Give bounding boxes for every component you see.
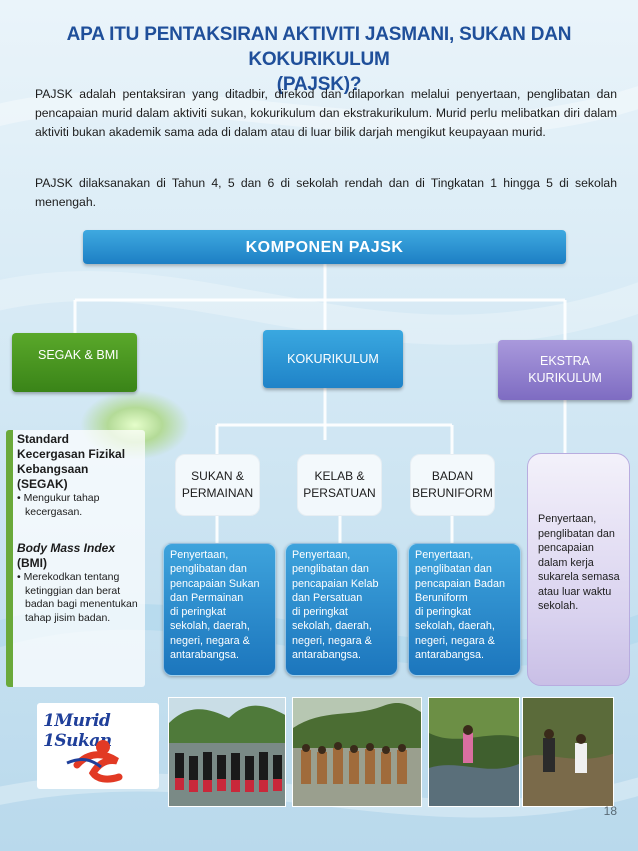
card-line: Penyertaan,	[170, 549, 229, 561]
card-line: penglibatan dan	[538, 527, 615, 540]
root-node-komponen: KOMPONEN PAJSK	[83, 230, 566, 264]
sukan-line-2: PERMAINAN	[181, 486, 254, 500]
photo-students-outdoor	[522, 697, 614, 807]
card-line: sukarela semasa	[538, 571, 620, 583]
node-badan-beruniform: BADAN BERUNIFORM	[410, 454, 495, 516]
card-line: penglibatan dan	[415, 563, 492, 576]
segak-heading-4: (SEGAK)	[17, 477, 68, 491]
ekstra-line-2: KURIKULUM	[528, 371, 602, 385]
1murid-1sukan-logo: 1Murid 1Sukan	[37, 703, 159, 789]
intro-paragraph-2: PAJSK dilaksanakan di Tahun 4, 5 dan 6 d…	[35, 176, 617, 209]
sukan-description-card: Penyertaan, penglibatan dan pencapaian S…	[163, 543, 276, 676]
ekstra-line-1: EKSTRA	[539, 354, 590, 368]
ekstra-description-card: Penyertaan, penglibatan dan pencapaian d…	[527, 453, 630, 686]
card-line: dan Persatuan	[292, 591, 363, 604]
card-line: di peringkat	[415, 606, 471, 619]
bmi-bullet: • Merekodkan tentang ketinggian dan bera…	[17, 571, 138, 624]
logo-text: 1Murid 1Sukan	[43, 711, 112, 751]
card-line: Penyertaan,	[538, 513, 597, 525]
card-line: dan Permainan	[170, 591, 244, 604]
card-line: pencapaian	[538, 542, 594, 554]
card-line: sekolah, daerah,	[292, 620, 372, 633]
page-number: 18	[603, 804, 617, 818]
card-line: Penyertaan,	[292, 549, 351, 561]
segak-description-card: Standard Kecergasan Fizikal Kebangsaan (…	[6, 430, 145, 687]
badan-line-1: BADAN	[431, 469, 474, 483]
card-line: negeri, negara &	[415, 634, 495, 647]
kelab-description-card: Penyertaan, penglibatan dan pencapaian K…	[285, 543, 398, 676]
segak-bullet: • Mengukur tahap kecergasan.	[17, 492, 100, 518]
node-sukan-permainan: SUKAN & PERMAINAN	[175, 454, 260, 516]
segak-heading-1: Standard	[17, 432, 70, 446]
photo-volunteers-stream	[428, 697, 520, 807]
card-line: antarabangsa.	[170, 649, 240, 662]
node-kelab-persatuan: KELAB & PERSATUAN	[297, 454, 382, 516]
card-line: sekolah, daerah,	[415, 620, 495, 633]
card-line: penglibatan dan	[292, 563, 369, 576]
card-line: Beruniform	[415, 591, 468, 604]
card-line: negeri, negara &	[170, 634, 250, 647]
photo-students-dancing	[168, 697, 286, 807]
title-line-2: (PAJSK)?	[276, 74, 362, 95]
card-line: negeri, negara &	[292, 634, 372, 647]
title-line-1: APA ITU PENTAKSIRAN AKTIVITI JASMANI, SU…	[66, 24, 572, 70]
card-line: di peringkat	[170, 606, 226, 619]
node-ekstra-kurikulum: EKSTRA KURIKULUM	[498, 340, 632, 400]
card-line: pencapaian Sukan	[170, 577, 260, 590]
kelab-line-1: KELAB &	[314, 469, 365, 483]
sukan-line-1: SUKAN &	[191, 469, 244, 483]
card-line: dalam kerja	[538, 556, 594, 569]
card-line: pencapaian Badan	[415, 577, 506, 590]
segak-heading-3: Kebangsaan	[17, 462, 89, 476]
card-line: sekolah.	[538, 600, 579, 612]
card-line: sekolah, daerah,	[170, 620, 250, 633]
card-line: Penyertaan,	[415, 549, 474, 561]
card-line: atau luar waktu	[538, 585, 612, 598]
card-line: antarabangsa.	[415, 649, 485, 662]
badan-description-card: Penyertaan, penglibatan dan pencapaian B…	[408, 543, 521, 676]
card-line: di peringkat	[292, 606, 348, 619]
kelab-line-2: PERSATUAN	[303, 486, 376, 500]
card-line: pencapaian Kelab	[292, 577, 379, 590]
photo-uniformed-cadets	[292, 697, 422, 807]
card-line: antarabangsa.	[292, 649, 362, 662]
segak-heading-2: Kecergasan Fizikal	[17, 447, 126, 461]
intro-paragraph-1: PAJSK adalah pentaksiran yang ditadbir, …	[35, 87, 617, 139]
node-segak-bmi: SEGAK & BMI	[12, 333, 137, 392]
bmi-heading: Body Mass Index	[17, 541, 116, 555]
page-title: APA ITU PENTAKSIRAN AKTIVITI JASMANI, SU…	[0, 22, 638, 97]
bmi-heading-abbr: (BMI)	[17, 556, 47, 570]
node-kokurikulum: KOKURIKULUM	[263, 330, 403, 388]
logo-runner-icon	[66, 740, 123, 783]
badan-line-2: BERUNIFORM	[412, 486, 493, 500]
card-line: penglibatan dan	[170, 563, 247, 576]
